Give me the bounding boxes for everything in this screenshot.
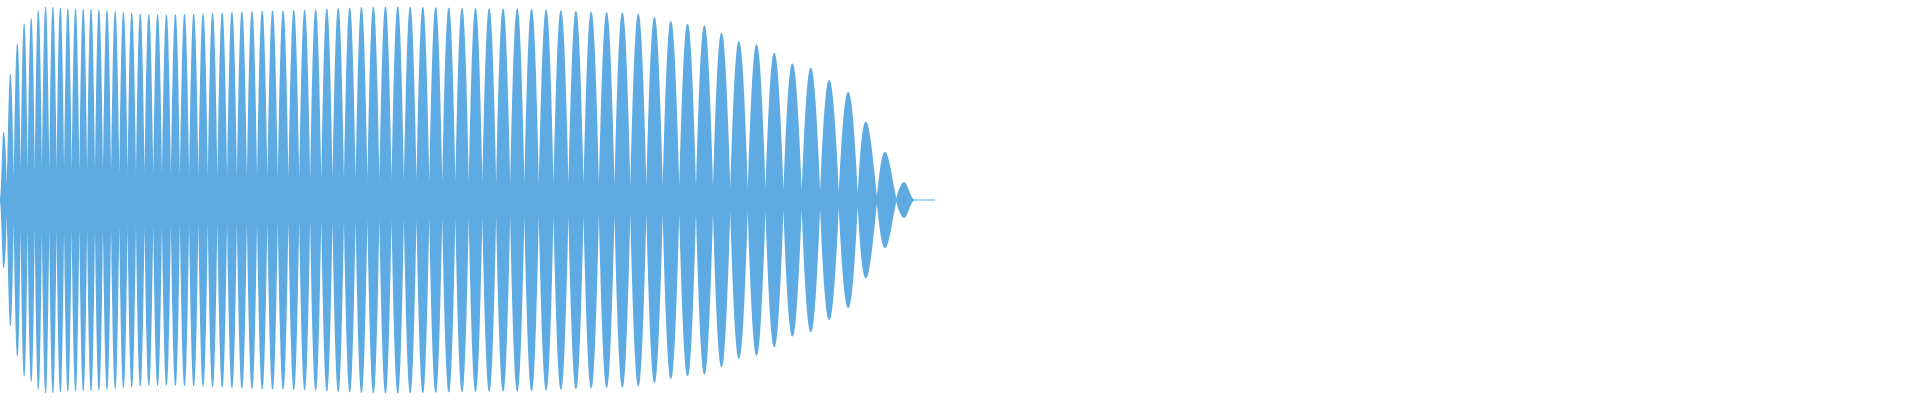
audio-waveform[interactable]: [0, 0, 1920, 400]
waveform-svg[interactable]: [0, 0, 1920, 400]
